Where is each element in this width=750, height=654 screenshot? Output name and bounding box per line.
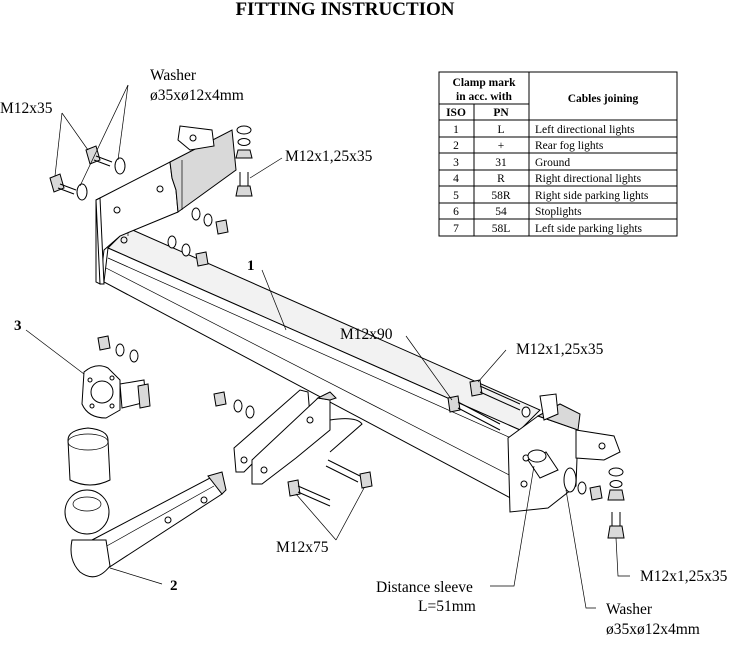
table-cell-iso: 1 [453, 124, 459, 136]
label-bolt-m12x75: M12x75 [276, 539, 329, 556]
table-row: 5 58R Right side parking lights [453, 190, 649, 202]
label-washer-top-dims: ø35xø12x4mm [150, 87, 244, 104]
table-row: 6 54 Stoplights [453, 206, 582, 218]
table-cell-cable: Right side parking lights [535, 190, 649, 202]
callout-3: 3 [14, 318, 22, 334]
table-cell-iso: 7 [453, 223, 459, 235]
label-bolt-m12x1-25x35-bottom: M12x1,25x35 [640, 568, 728, 585]
label-bolt-m12x1-25x35-top: M12x1,25x35 [285, 148, 373, 165]
table-cell-iso: 2 [453, 140, 459, 152]
washer [563, 467, 577, 493]
hardware [49, 125, 625, 539]
table-cell-iso: 3 [453, 157, 459, 169]
table-row: 1 L Left directional lights [453, 124, 635, 136]
label-bolt-m12x90: M12x90 [340, 326, 393, 343]
table-cell-pn: 31 [495, 157, 507, 169]
label-washer-top: Washer [150, 67, 197, 84]
label-washer-bottom-dims: ø35xø12x4mm [606, 621, 700, 638]
table-cell-cable: Right directional lights [535, 173, 642, 185]
socket-plate [81, 365, 151, 419]
label-bolt-m12x35: M12x35 [0, 100, 53, 117]
center-mount-plates [233, 389, 363, 485]
table-row: 2 + Rear fog lights [453, 140, 604, 152]
label-washer-bottom: Washer [606, 601, 653, 618]
tow-ball-cap [67, 427, 111, 486]
table-header-clamp: Clamp mark [453, 77, 517, 89]
washer [114, 157, 126, 175]
table-cell-cable: Stoplights [535, 206, 582, 218]
table-cell-cable: Ground [535, 157, 570, 169]
label-bolt-m12x1-25x35-right: M12x1,25x35 [516, 341, 604, 358]
table-cell-cable: Left side parking lights [535, 223, 643, 235]
cables-table: Clamp mark in acc. with ISO PN Cables jo… [438, 71, 678, 237]
table-cell-iso: 6 [453, 206, 459, 218]
table-header-cables: Cables joining [568, 93, 639, 105]
labels: M12x35 Washer ø35xø12x4mm M12x1,25x35 1 … [0, 67, 728, 638]
page-title: FITTING INSTRUCTION [235, 0, 454, 20]
table-cell-pn: R [497, 173, 505, 185]
table-header-clamp-2: in acc. with [456, 91, 513, 103]
table-header-pn: PN [493, 107, 509, 119]
table-cell-iso: 4 [453, 173, 459, 185]
table-row: 7 58L Left side parking lights [453, 223, 642, 235]
callout-1: 1 [247, 258, 255, 274]
table-cell-pn: 54 [495, 206, 507, 218]
table-cell-pn: L [497, 124, 504, 136]
table-cell-cable: Left directional lights [535, 124, 635, 136]
ball-mount-arm [64, 471, 227, 578]
crossbar-beam [103, 227, 541, 503]
bolt-head [49, 173, 65, 193]
washer [76, 183, 88, 201]
table-cell-iso: 5 [453, 190, 459, 202]
table-row: 4 R Right directional lights [453, 173, 641, 185]
table-header-iso: ISO [446, 107, 466, 119]
table-cell-pn: 58R [491, 190, 511, 202]
table-row: 3 31 Ground [453, 157, 570, 169]
label-distance-sleeve: Distance sleeve [376, 579, 473, 596]
leader-lines [25, 84, 630, 609]
left-bracket [95, 125, 237, 285]
table-cell-cable: Rear fog lights [535, 140, 604, 152]
table-cell-pn: 58L [492, 223, 511, 235]
label-distance-sleeve-length: L=51mm [418, 598, 476, 615]
callout-2: 2 [170, 578, 178, 594]
table-cell-pn: + [498, 140, 505, 152]
